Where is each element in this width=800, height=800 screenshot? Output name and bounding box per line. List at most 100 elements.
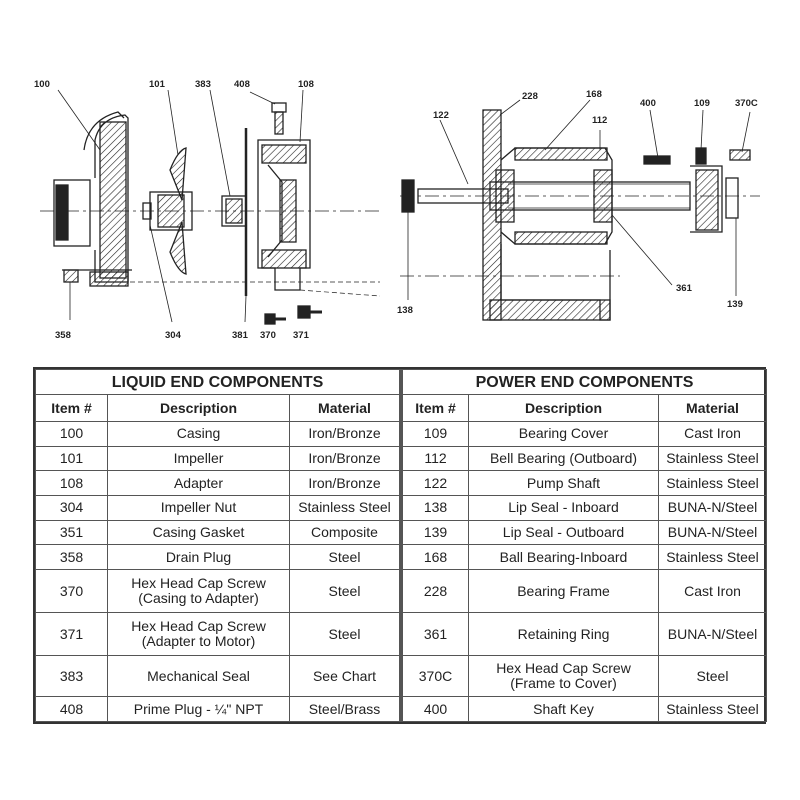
cell-item-number: 122 [402, 470, 469, 496]
power-end-title: POWER END COMPONENTS [402, 369, 767, 395]
cell-material: Stainless Steel [658, 696, 767, 722]
components-tables: LIQUID END COMPONENTS Item # Description… [33, 367, 767, 724]
cell-material: BUNA-N/Steel [658, 519, 767, 546]
cell-description: Lip Seal - Outboard [468, 519, 659, 546]
callout-358: 358 [55, 330, 71, 341]
cell-description: Mechanical Seal [107, 655, 290, 698]
callout-381: 381 [232, 330, 249, 341]
bearing-frame-part [482, 109, 613, 321]
cell-item-number: 228 [402, 568, 469, 614]
cell-material: BUNA-N/Steel [658, 612, 767, 657]
cell-item-number: 109 [402, 421, 469, 447]
cell-item-number: 408 [35, 696, 108, 722]
bearing-cover-part [690, 165, 739, 233]
cell-description: Adapter [107, 470, 290, 496]
cell-description: Prime Plug - ¼" NPT [107, 696, 290, 722]
callout-304: 304 [165, 330, 182, 341]
cell-item-number: 371 [35, 612, 108, 657]
cell-description: Bearing Frame [468, 568, 659, 614]
cell-item-number: 168 [402, 544, 469, 570]
cell-material: Cast Iron [658, 421, 767, 447]
exploded-pump-diagram: 100 101 383 408 108 358 304 381 370 371 … [34, 79, 760, 341]
cell-material: BUNA-N/Steel [658, 494, 767, 521]
callout-138: 138 [397, 305, 413, 316]
cell-material: Stainless Steel [658, 544, 767, 570]
cell-material: See Chart [289, 655, 400, 698]
header-item: Item # [402, 394, 469, 422]
cell-material: Steel/Brass [289, 696, 400, 722]
cell-material: Stainless Steel [658, 445, 767, 472]
callout-228: 228 [522, 91, 538, 102]
cell-item-number: 100 [35, 421, 108, 447]
cell-description: Hex Head Cap Screw (Frame to Cover) [468, 655, 659, 698]
cell-item-number: 304 [35, 494, 108, 521]
cell-material: Composite [289, 519, 400, 546]
callout-139: 139 [727, 299, 743, 310]
cell-item-number: 400 [402, 696, 469, 722]
cell-description: Bearing Cover [468, 421, 659, 447]
liquid-end-table: LIQUID END COMPONENTS Item # Description… [35, 369, 400, 722]
cell-material: Iron/Bronze [289, 421, 400, 447]
cell-description: Casing [107, 421, 290, 447]
header-item: Item # [35, 394, 108, 422]
liquid-end-assembly [40, 89, 381, 325]
cell-description: Ball Bearing-Inboard [468, 544, 659, 570]
casing-part [53, 111, 132, 287]
mechanical-seal-part [221, 195, 247, 227]
cell-material: Stainless Steel [658, 470, 767, 496]
cell-description: Hex Head Cap Screw (Adapter to Motor) [107, 612, 290, 657]
cell-item-number: 370C [402, 655, 469, 698]
cell-description: Drain Plug [107, 544, 290, 570]
header-description: Description [107, 394, 290, 422]
power-end-table: POWER END COMPONENTS Item # Description … [402, 369, 767, 722]
cell-material: Steel [658, 655, 767, 698]
callout-109: 109 [694, 98, 710, 109]
cell-material: Cast Iron [658, 568, 767, 614]
cell-item-number: 108 [35, 470, 108, 496]
callout-361: 361 [676, 283, 693, 294]
callout-371: 371 [293, 330, 310, 341]
cell-description: Casing Gasket [107, 519, 290, 546]
callout-108: 108 [298, 79, 314, 90]
callout-168: 168 [586, 89, 602, 100]
cell-material: Stainless Steel [289, 494, 400, 521]
cell-description: Impeller [107, 445, 290, 472]
callout-370c: 370C [735, 98, 758, 109]
callout-400: 400 [640, 98, 656, 109]
impeller-part [142, 147, 193, 275]
callout-122: 122 [433, 110, 449, 121]
callout-101: 101 [149, 79, 166, 90]
cell-material: Steel [289, 568, 400, 614]
cell-item-number: 358 [35, 544, 108, 570]
cell-item-number: 139 [402, 519, 469, 546]
cell-description: Lip Seal - Inboard [468, 494, 659, 521]
cell-material: Iron/Bronze [289, 445, 400, 472]
cell-item-number: 361 [402, 612, 469, 657]
cell-item-number: 138 [402, 494, 469, 521]
header-material: Material [658, 394, 767, 422]
cell-material: Iron/Bronze [289, 470, 400, 496]
callout-383: 383 [195, 79, 211, 90]
cell-item-number: 351 [35, 519, 108, 546]
callout-100: 100 [34, 79, 50, 90]
cell-item-number: 101 [35, 445, 108, 472]
callout-112: 112 [592, 115, 607, 126]
callout-408: 408 [234, 79, 250, 90]
cell-description: Hex Head Cap Screw (Casing to Adapter) [107, 568, 290, 614]
